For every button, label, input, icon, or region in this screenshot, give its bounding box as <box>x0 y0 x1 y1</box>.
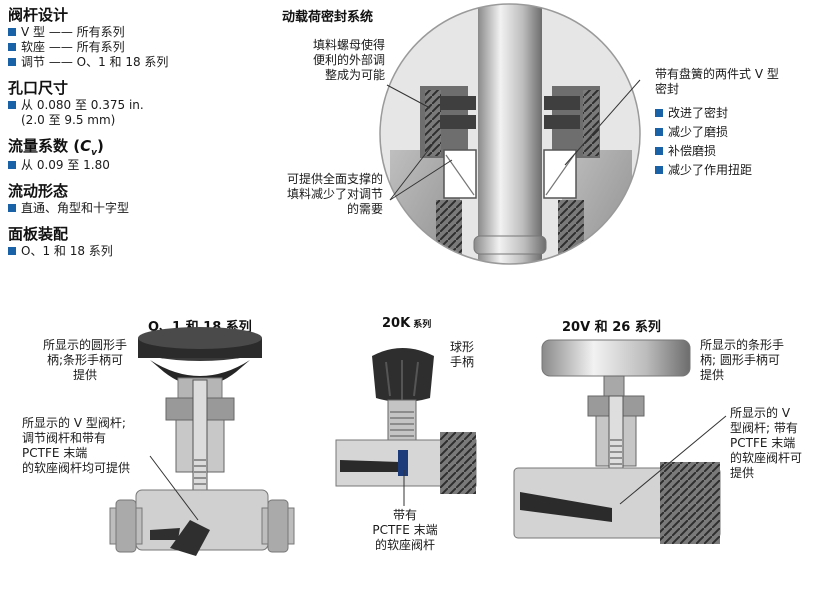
benefit-item: 改进了密封 <box>655 104 752 123</box>
benefit-item: 补偿磨损 <box>655 142 752 161</box>
bullet-square-icon <box>8 161 16 169</box>
stem-design-heading: 阀杆设计 <box>8 6 69 24</box>
bar-handle-callout: 所显示的条形手柄; 圆形手柄可提供 <box>700 338 785 382</box>
bullet-square-icon <box>8 204 16 212</box>
benefit-item: 减少了磨损 <box>655 123 752 142</box>
bullet-square-icon <box>8 247 16 255</box>
ball-handle-callout: 球形手柄 <box>450 340 475 369</box>
series-20v-26-title: 20V 和 26 系列 <box>562 320 661 335</box>
spec-item: 调节 —— O、1 和 18 系列 <box>8 55 258 70</box>
spec-item: 从 0.080 至 0.375 in. <box>8 98 258 113</box>
spec-item: O、1 和 18 系列 <box>8 244 258 259</box>
spec-item: 直通、角型和十字型 <box>8 201 258 216</box>
bullet-square-icon <box>655 147 663 155</box>
spec-item: V 型 —— 所有系列 <box>8 25 258 40</box>
spec-item: 从 0.09 至 1.80 <box>8 158 258 173</box>
series-20k-title: 20K 系列 <box>382 316 432 331</box>
bullet-square-icon <box>655 109 663 117</box>
bullet-square-icon <box>655 128 663 136</box>
panel-mount-heading: 面板装配 <box>8 225 69 243</box>
v-ring-benefits: 改进了密封 减少了磨损 补偿磨损 减少了作用扭距 <box>655 104 752 180</box>
flow-pattern-heading: 流动形态 <box>8 182 69 200</box>
bullet-square-icon <box>8 28 16 36</box>
bullet-square-icon <box>8 101 16 109</box>
spec-subline: (2.0 至 9.5 mm) <box>21 113 116 127</box>
bullet-square-icon <box>8 58 16 66</box>
packing-nut-callout: 填料螺母使得便利的外部调整成为可能 <box>312 38 385 82</box>
packing-title: 动载荷密封系统 <box>282 10 374 25</box>
benefit-item: 减少了作用扭距 <box>655 161 752 180</box>
orifice-heading: 孔口尺寸 <box>8 79 69 97</box>
spec-item: 软座 —— 所有系列 <box>8 40 258 55</box>
spec-column: 阀杆设计 V 型 —— 所有系列 软座 —— 所有系列 调节 —— O、1 和 … <box>8 4 258 259</box>
support-packing-callout: 可提供全面支撑的填料减少了对调节的需要 <box>286 172 383 216</box>
v-ring-callout: 带有盘簧的两件式 V 型密封 <box>655 67 779 96</box>
bullet-square-icon <box>655 166 663 174</box>
round-handle-callout: 所显示的圆形手柄;条形手柄可提供 <box>42 338 127 382</box>
flow-coefficient-heading: 流量系数 (Cv) <box>8 137 104 158</box>
bullet-square-icon <box>8 43 16 51</box>
